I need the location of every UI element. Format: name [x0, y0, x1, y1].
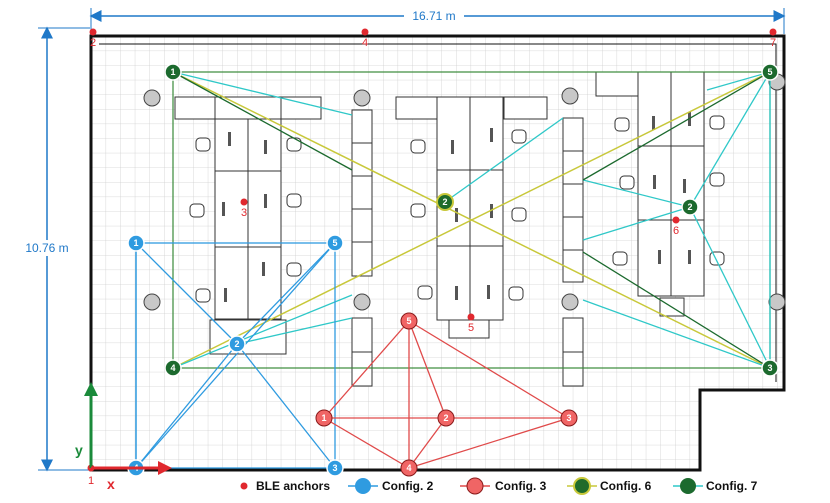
config7-nodes: 1 5 4 3	[164, 63, 779, 377]
svg-text:2: 2	[687, 202, 692, 212]
width-dimension: 16.71 m	[89, 8, 786, 34]
svg-text:5: 5	[767, 67, 772, 77]
config6-node-2-center: 2	[436, 193, 454, 211]
svg-text:6: 6	[673, 225, 679, 237]
height-label: 10.76 m	[25, 241, 68, 255]
config6-node-2-right: 2	[681, 198, 699, 216]
svg-text:4: 4	[406, 463, 411, 473]
anchor-7: 7	[769, 28, 777, 49]
config7-node-3: 3	[761, 359, 779, 377]
legend-config2: Config. 2	[348, 478, 434, 494]
config7-node-4: 4	[164, 359, 182, 377]
config3-links	[323, 320, 570, 469]
legend-config6: Config. 6	[567, 477, 652, 495]
svg-text:3: 3	[566, 413, 571, 423]
svg-text:5: 5	[468, 322, 474, 334]
svg-text:7: 7	[770, 37, 776, 49]
svg-text:3: 3	[767, 363, 772, 373]
config7-node-1: 1	[164, 63, 182, 81]
svg-text:Config. 2: Config. 2	[382, 479, 434, 493]
axes: y x	[75, 382, 172, 492]
width-label: 16.71 m	[412, 9, 455, 23]
config2-node-5: 5	[326, 234, 344, 252]
config3-node-5: 5	[400, 312, 418, 330]
config2-node-3: 3	[326, 459, 344, 477]
config3-node-1: 1	[315, 409, 333, 427]
legend: BLE anchors Config. 2 Config. 3 Config. …	[240, 477, 758, 495]
svg-text:2: 2	[234, 339, 239, 349]
config3-node-2: 2	[437, 409, 455, 427]
svg-text:3: 3	[241, 207, 247, 219]
svg-text:1: 1	[133, 238, 138, 248]
config7-links	[172, 71, 771, 369]
config6-links	[172, 71, 771, 369]
monitors	[222, 112, 691, 302]
y-axis-label: y	[75, 442, 83, 458]
config3-nodes: 5 1 2 3 4	[315, 312, 578, 477]
svg-text:Config. 3: Config. 3	[495, 479, 547, 493]
anchor-4: 4	[361, 28, 369, 49]
config3-node-3: 3	[560, 409, 578, 427]
config7-node-5: 5	[761, 63, 779, 81]
x-axis-label: x	[107, 476, 115, 492]
ble-anchors: 2 4 7 3 6 5 1	[87, 28, 777, 487]
anchor-3: 3	[240, 198, 248, 219]
svg-text:2: 2	[442, 197, 447, 207]
svg-text:Config. 7: Config. 7	[706, 479, 758, 493]
svg-text:4: 4	[170, 363, 175, 373]
height-dimension: 10.76 m	[16, 26, 90, 472]
svg-text:2: 2	[443, 413, 448, 423]
pillars	[143, 73, 786, 311]
svg-text:5: 5	[332, 238, 337, 248]
legend-config7: Config. 7	[673, 478, 758, 494]
svg-text:1: 1	[170, 67, 175, 77]
svg-text:BLE anchors: BLE anchors	[256, 479, 330, 493]
config3-node-4: 4	[400, 459, 418, 477]
furniture	[174, 71, 705, 387]
svg-text:1: 1	[88, 475, 94, 487]
legend-config3: Config. 3	[460, 477, 547, 495]
anchor-6: 6	[672, 216, 680, 237]
anchor-2: 2	[89, 28, 97, 49]
legend-anchors: BLE anchors	[240, 479, 330, 493]
svg-text:2: 2	[90, 37, 96, 49]
config2-links	[135, 242, 336, 469]
chairs	[189, 115, 725, 303]
svg-text:5: 5	[406, 316, 411, 326]
svg-text:1: 1	[321, 413, 326, 423]
svg-text:Config. 6: Config. 6	[600, 479, 652, 493]
svg-text:4: 4	[362, 37, 368, 49]
config2-node-1: 1	[127, 234, 145, 252]
anchor-5: 5	[467, 313, 475, 334]
config6-nodes: 2 2	[436, 193, 699, 216]
config2-node-2: 2	[228, 335, 246, 353]
svg-text:3: 3	[332, 463, 337, 473]
